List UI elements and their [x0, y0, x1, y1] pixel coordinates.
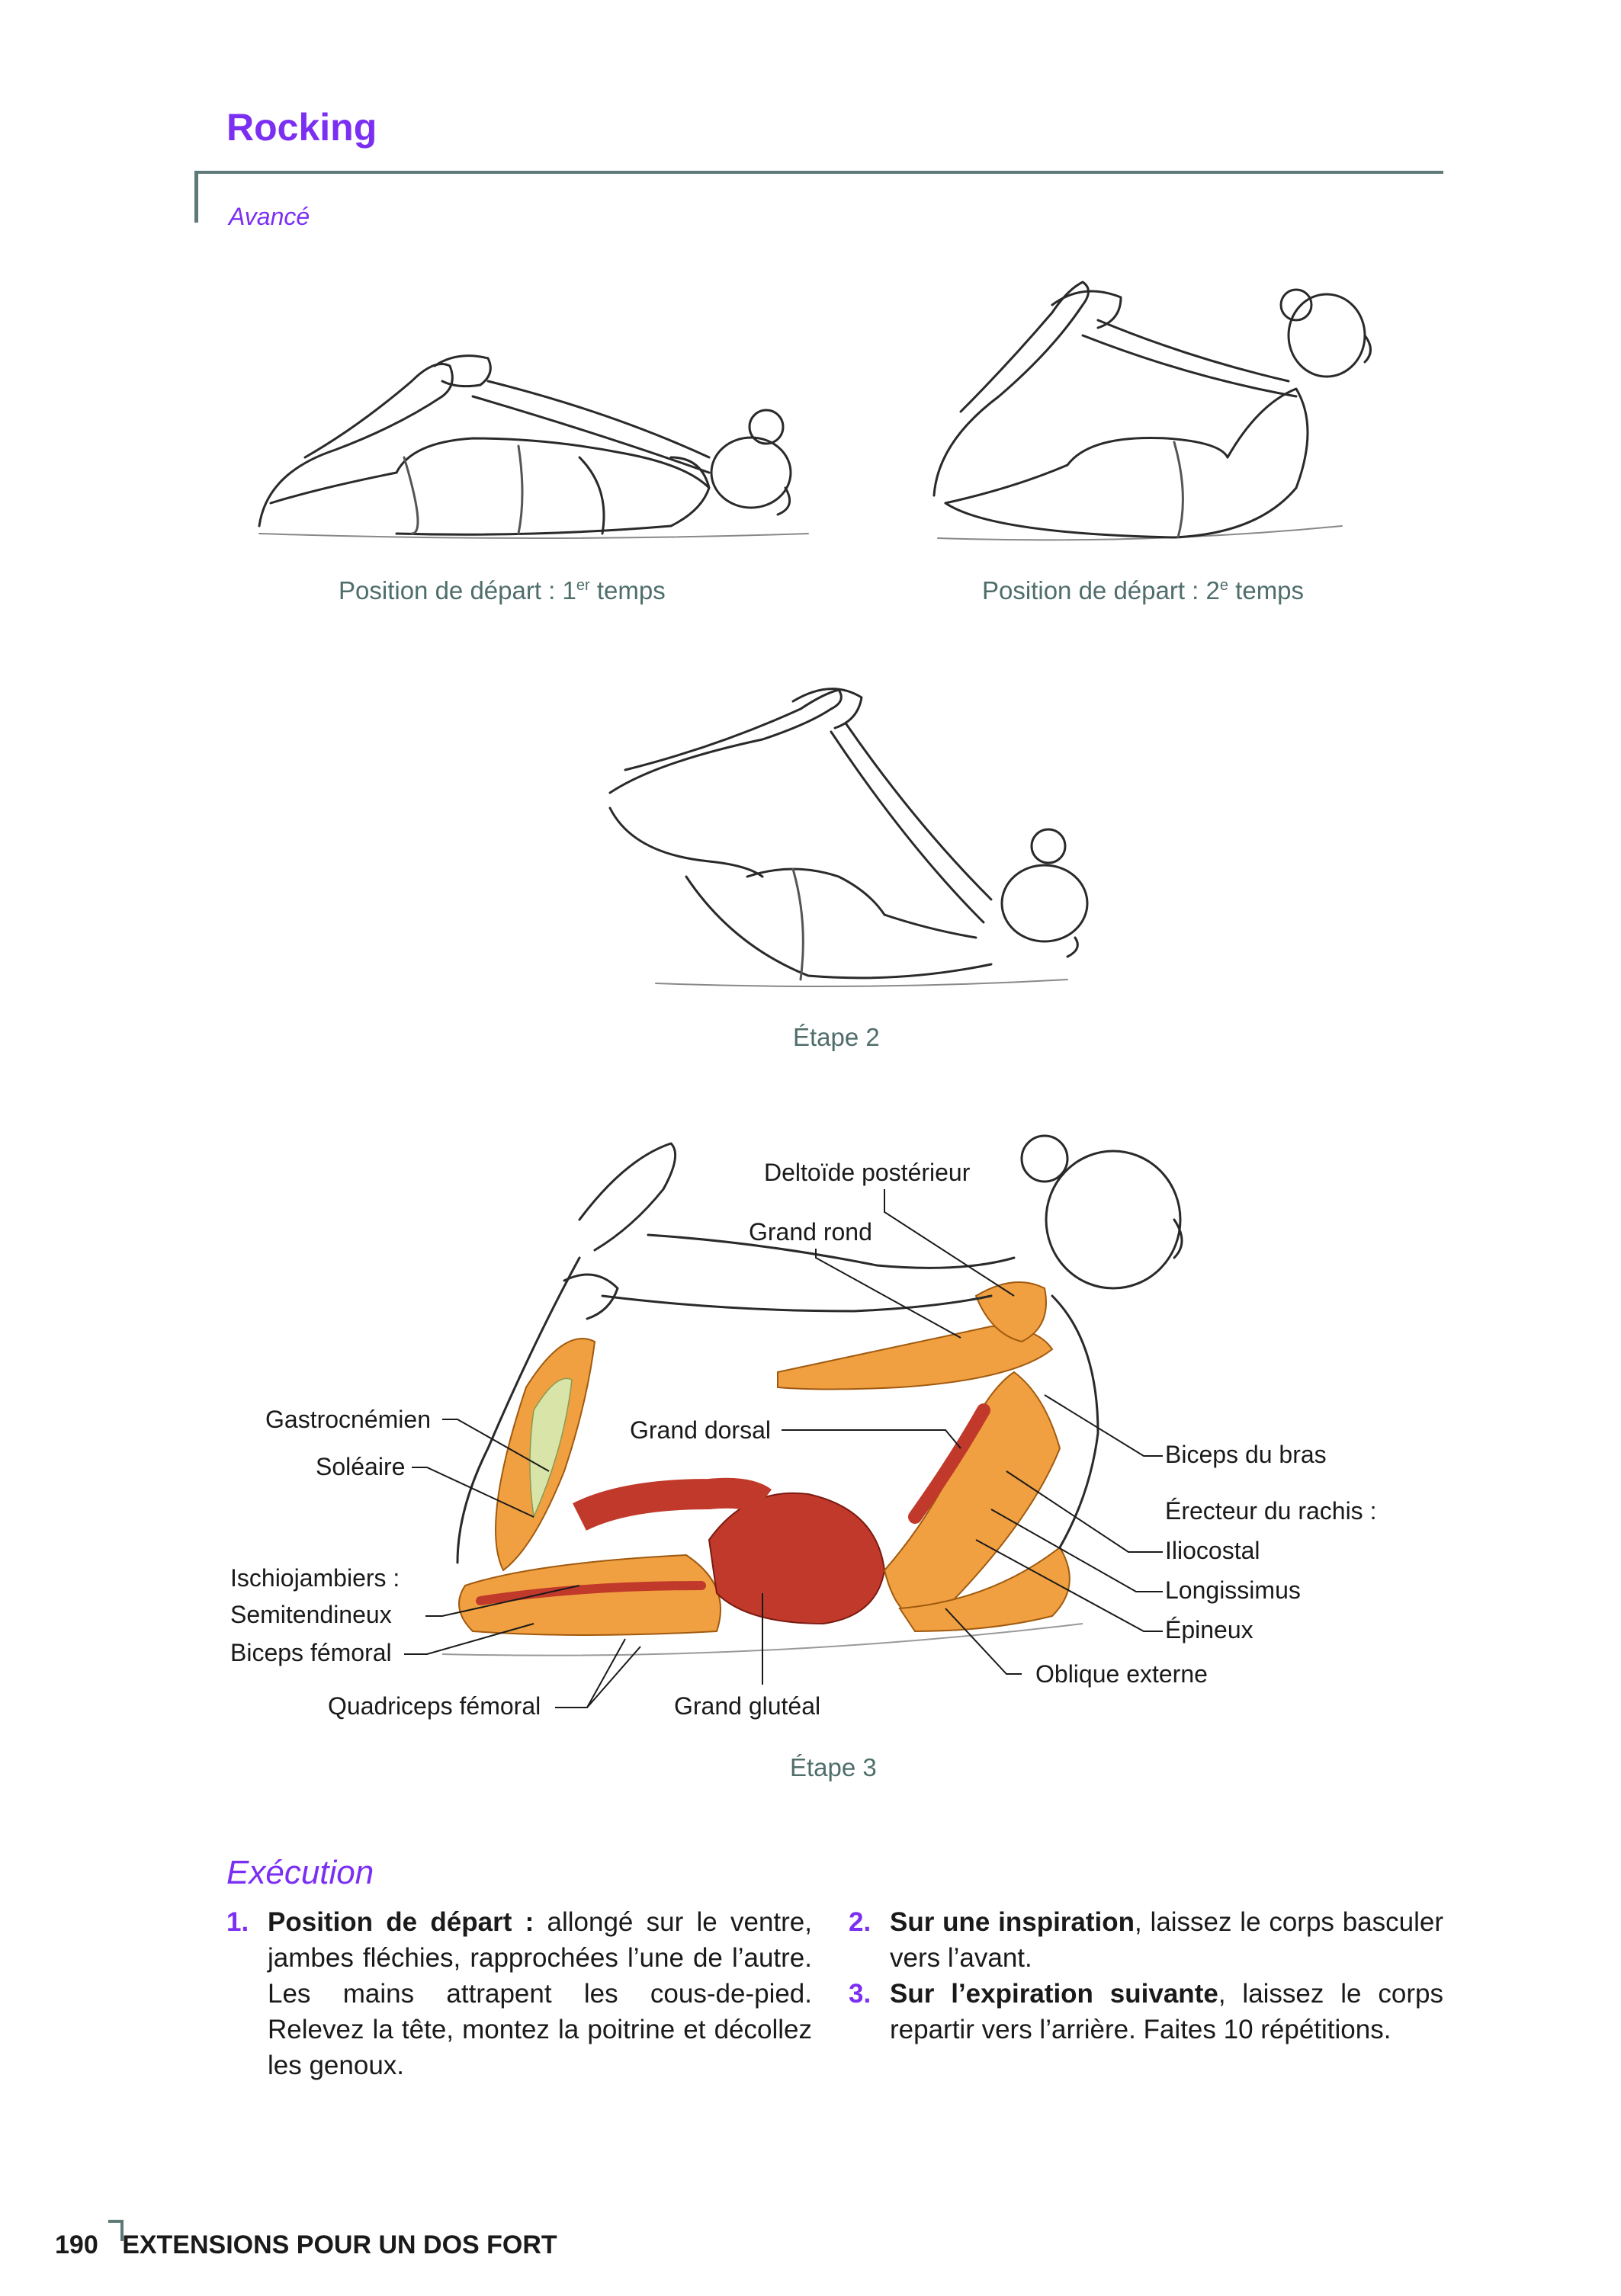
label-ischiojambiers: Ischiojambiers : [230, 1564, 400, 1592]
step-lead: Position de départ : [268, 1907, 534, 1937]
page-footer: 190 EXTENSIONS POUR UN DOS FORT [55, 2230, 557, 2260]
step-3: 3. Sur l’expiration suivante, laissez le… [849, 1976, 1443, 2047]
step-lead: Sur l’expiration suivante [890, 1979, 1218, 2009]
page-title: Rocking [226, 106, 377, 149]
caption-start-1: Position de départ : 1er temps [339, 576, 666, 604]
step-text: , laissez le corps basculer vers l’avant… [890, 1907, 1443, 1973]
step-2: 2. Sur une inspiration, laissez le corps… [849, 1904, 1443, 1976]
step-text: allongé sur le ventre, jambes fléchies, … [268, 1907, 812, 2080]
label-soleaire: Soléaire [316, 1453, 406, 1480]
step-number: 3. [849, 1979, 871, 2009]
section-title: EXTENSIONS POUR UN DOS FORT [122, 2230, 557, 2259]
caption-start-2: Position de départ : 2e temps [982, 576, 1305, 604]
label-longissimus: Longissimus [1165, 1576, 1301, 1604]
step-text: , laissez le corps repartir vers l’arriè… [890, 1979, 1443, 2044]
execution-title: Exécution [226, 1854, 374, 1891]
label-iliocostal: Iliocostal [1165, 1537, 1260, 1564]
header-rule-tick [194, 171, 198, 223]
caption-step-3: Étape 3 [790, 1753, 877, 1781]
step-1: 1. Position de départ : allongé sur le v… [226, 1904, 812, 2083]
label-biceps-femoral: Biceps fémoral [230, 1639, 392, 1666]
label-biceps-bras: Biceps du bras [1165, 1441, 1327, 1468]
caption-step-2: Étape 2 [793, 1023, 880, 1051]
step-lead: Sur une inspiration [890, 1907, 1135, 1937]
page-number: 190 [55, 2230, 98, 2259]
label-semitendineux: Semitendineux [230, 1601, 392, 1628]
difficulty-level: Avancé [229, 203, 310, 230]
step-number: 1. [226, 1907, 249, 1937]
label-grand-dorsal: Grand dorsal [630, 1416, 771, 1444]
label-deltoide-posterieur: Deltoïde postérieur [764, 1159, 971, 1186]
label-quadriceps-femoral: Quadriceps fémoral [328, 1692, 541, 1720]
label-epineux: Épineux [1165, 1616, 1253, 1643]
label-erecteur-rachis: Érecteur du rachis : [1165, 1497, 1377, 1525]
footer-corner-mark [108, 2220, 124, 2241]
header-rule [194, 171, 1443, 174]
label-grand-rond: Grand rond [749, 1218, 872, 1246]
label-grand-gluteal: Grand glutéal [674, 1692, 821, 1720]
label-oblique-externe: Oblique externe [1035, 1660, 1208, 1688]
label-gastrocnemien: Gastrocnémien [265, 1406, 431, 1433]
step-number: 2. [849, 1907, 871, 1937]
